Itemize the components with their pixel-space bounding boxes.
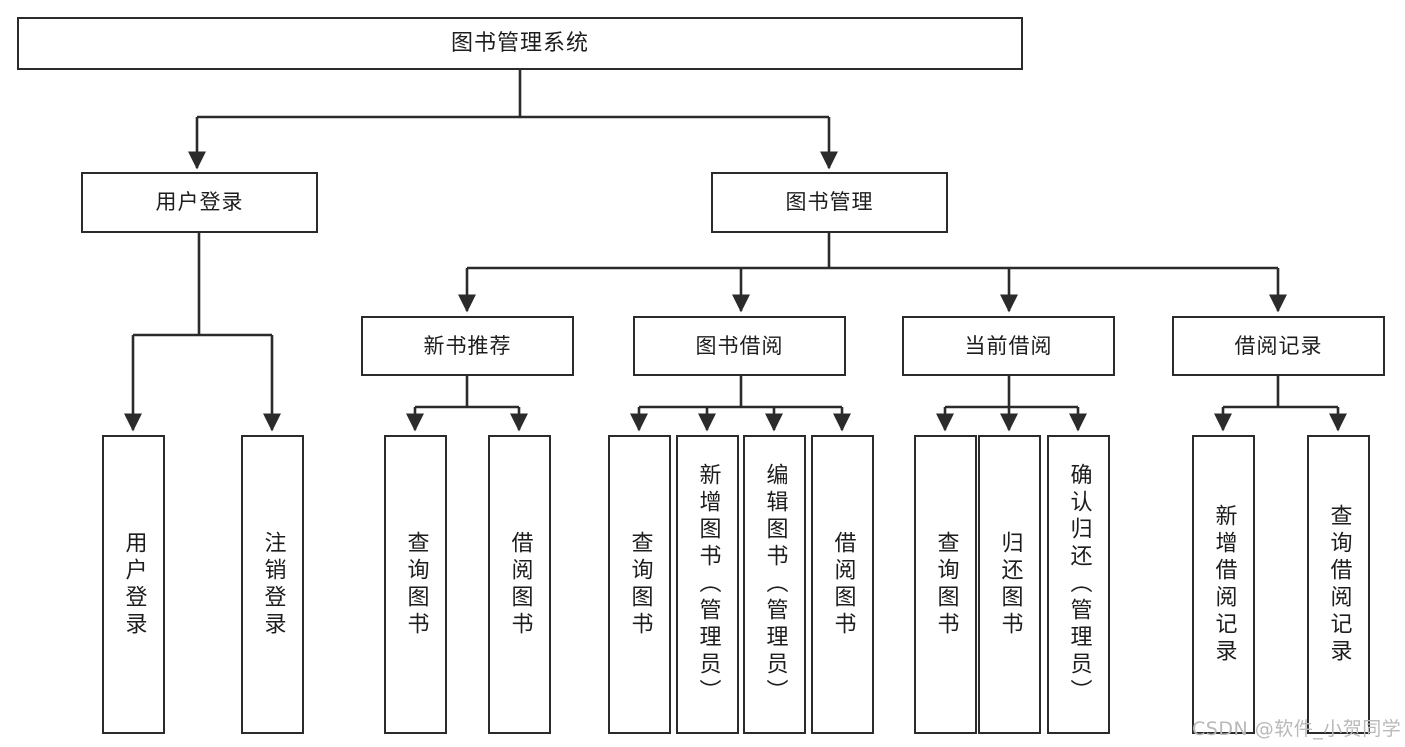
- node-label: 查询图书: [403, 530, 429, 639]
- node-label: 借阅图书: [507, 530, 533, 639]
- node-current-borrow[interactable]: 当前借阅: [902, 316, 1115, 376]
- leaf-cb-query-book[interactable]: 查询图书: [914, 435, 977, 734]
- node-label: 新增借阅记录: [1211, 503, 1237, 666]
- node-book-manage[interactable]: 图书管理: [711, 172, 948, 233]
- leaf-bb-add-book[interactable]: 新增图书（管理员）: [676, 435, 739, 734]
- leaf-cb-confirm-return[interactable]: 确认归还（管理员）: [1047, 435, 1110, 734]
- node-label: 用户登录: [155, 190, 244, 215]
- leaf-bb-borrow-book[interactable]: 借阅图书: [811, 435, 874, 734]
- node-user-login[interactable]: 用户登录: [81, 172, 318, 233]
- leaf-bb-query-book[interactable]: 查询图书: [608, 435, 671, 734]
- node-borrow-record[interactable]: 借阅记录: [1172, 316, 1385, 376]
- node-book-borrow[interactable]: 图书借阅: [633, 316, 846, 376]
- leaf-cb-return-book[interactable]: 归还图书: [978, 435, 1041, 734]
- leaf-nb-query-book[interactable]: 查询图书: [384, 435, 447, 734]
- leaf-nb-borrow-book[interactable]: 借阅图书: [488, 435, 551, 734]
- leaf-bb-edit-book[interactable]: 编辑图书（管理员）: [743, 435, 806, 734]
- node-label: 新书推荐: [423, 333, 512, 358]
- node-label: 查询图书: [933, 530, 959, 639]
- node-label: 图书管理: [785, 190, 874, 215]
- node-label: 当前借阅: [964, 333, 1053, 358]
- node-label: 用户登录: [121, 530, 147, 639]
- node-label: 查询图书: [627, 530, 653, 639]
- leaf-br-query-record[interactable]: 查询借阅记录: [1307, 435, 1370, 734]
- node-label: 图书管理系统: [450, 30, 589, 56]
- leaf-user-login[interactable]: 用户登录: [102, 435, 165, 734]
- node-label: 确认归还（管理员）: [1066, 463, 1092, 706]
- node-root-system[interactable]: 图书管理系统: [17, 17, 1023, 70]
- node-label: 归还图书: [997, 530, 1023, 639]
- node-label: 注销登录: [260, 530, 286, 639]
- node-label: 借阅记录: [1234, 333, 1323, 358]
- leaf-br-add-record[interactable]: 新增借阅记录: [1192, 435, 1255, 734]
- node-label: 新增图书（管理员）: [695, 463, 721, 706]
- node-label: 借阅图书: [830, 530, 856, 639]
- leaf-logout[interactable]: 注销登录: [241, 435, 304, 734]
- node-label: 图书借阅: [695, 333, 784, 358]
- node-new-book-recommend[interactable]: 新书推荐: [361, 316, 574, 376]
- node-label: 查询借阅记录: [1326, 503, 1352, 666]
- node-label: 编辑图书（管理员）: [762, 463, 788, 706]
